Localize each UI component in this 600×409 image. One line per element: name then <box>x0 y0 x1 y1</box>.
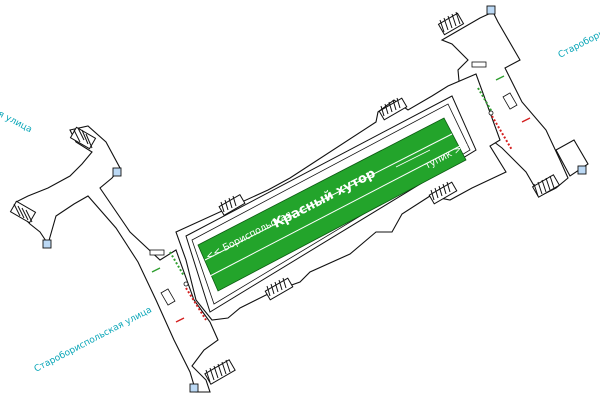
street-label-nw: Старобориспольская улица <box>0 66 33 135</box>
platform <box>197 117 467 292</box>
turnstiles-west <box>151 251 207 323</box>
stair-nw <box>69 126 97 150</box>
elevator-icon <box>577 165 587 175</box>
street-label-sw: Старобориспольская улица <box>33 305 154 374</box>
turnstiles-east <box>477 75 531 151</box>
entry-arrow-icon <box>495 75 505 81</box>
exit-arrow-icon <box>521 117 531 123</box>
kiosks <box>149 61 518 306</box>
stair-ne <box>437 11 465 36</box>
elevator-icon <box>486 5 496 15</box>
stair-s <box>204 359 236 385</box>
west-vestibule <box>15 125 219 393</box>
exit-arrow-icon <box>175 317 185 323</box>
elevator-icon <box>42 239 52 249</box>
stair-hall-top-left <box>218 193 246 217</box>
entry-arrow-icon <box>151 267 161 273</box>
elevators <box>42 5 587 393</box>
elevator-icon <box>189 383 199 393</box>
stair-hall-bottom-right <box>428 181 458 205</box>
street-label-ne: Старобориспольская улица <box>557 0 600 61</box>
stair-w <box>9 200 37 224</box>
stair-hall-top-right <box>378 97 408 121</box>
stair-hall-bottom-left <box>264 277 294 301</box>
elevator-icon <box>112 167 122 177</box>
stair-e <box>531 174 561 198</box>
